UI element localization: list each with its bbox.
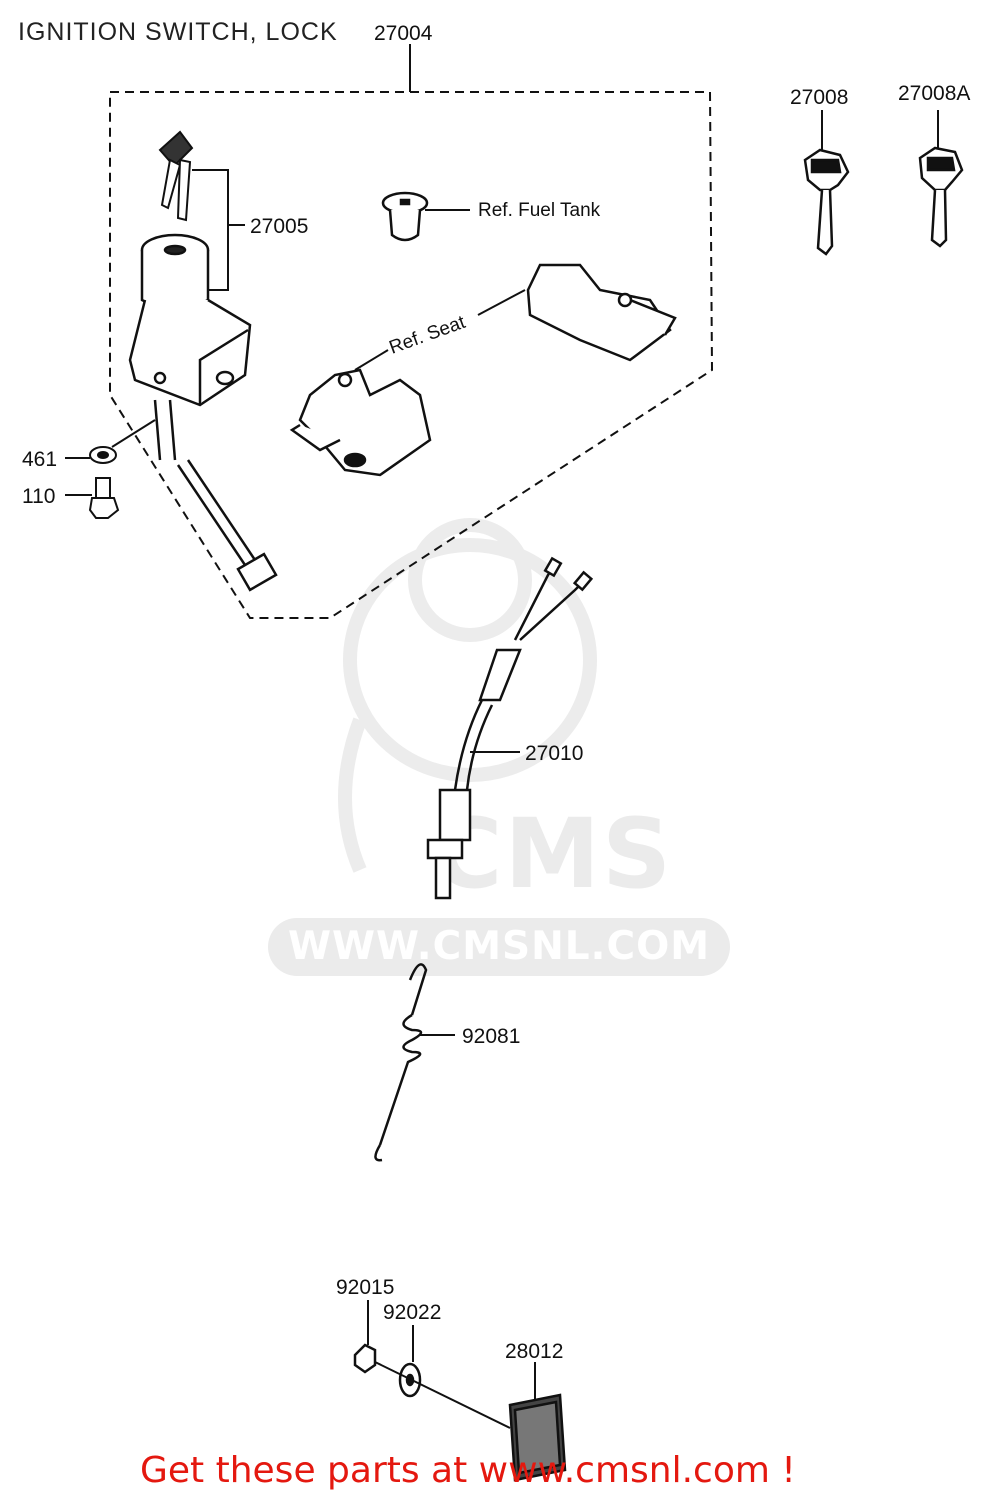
washer-461 (89, 446, 117, 464)
cta-link[interactable]: Get these parts at www.cmsnl.com ! (140, 1450, 796, 1491)
callout-461: 461 (22, 448, 57, 471)
callout-92081: 92081 (462, 1025, 520, 1048)
reflector-stud (374, 1361, 511, 1429)
ref-fuel-tank: Ref. Fuel Tank (478, 200, 601, 221)
seat-lock-left (289, 368, 432, 477)
callout-27004: 27004 (374, 22, 433, 45)
bolt-110 (88, 477, 120, 519)
callout-27005: 27005 (250, 215, 308, 238)
switch-wire-harness (153, 399, 278, 592)
callout-27008: 27008 (790, 86, 848, 109)
fuel-tank-lock (381, 191, 429, 242)
key-27008A (918, 146, 964, 248)
page-title: IGNITION SWITCH, LOCK (18, 18, 338, 46)
leader-seat-b (477, 289, 526, 316)
leader-seat-a (354, 349, 389, 371)
watermark-url: WWW.CMSNL.COM (268, 918, 730, 976)
ref-seat: Ref. Seat (387, 312, 469, 359)
seat-lock-right (526, 263, 677, 362)
leader-461-b (111, 419, 156, 448)
cable-27010 (426, 556, 594, 900)
callout-27010: 27010 (525, 742, 583, 765)
callout-92022: 92022 (383, 1301, 441, 1324)
reflector-28012 (508, 1393, 567, 1482)
callout-28012: 28012 (505, 1340, 563, 1363)
callout-27008A: 27008A (898, 82, 970, 105)
nut-92015 (353, 1343, 377, 1374)
leader-27005 (192, 169, 229, 291)
watermark-cms: CMS (432, 798, 674, 910)
spring-92081 (374, 963, 428, 1162)
key-27008 (803, 148, 850, 256)
callout-110: 110 (22, 485, 55, 508)
assembly-boundary (109, 91, 714, 619)
ignition-switch-body (128, 233, 252, 407)
callout-92015: 92015 (336, 1276, 394, 1299)
keys-27005 (158, 130, 194, 222)
